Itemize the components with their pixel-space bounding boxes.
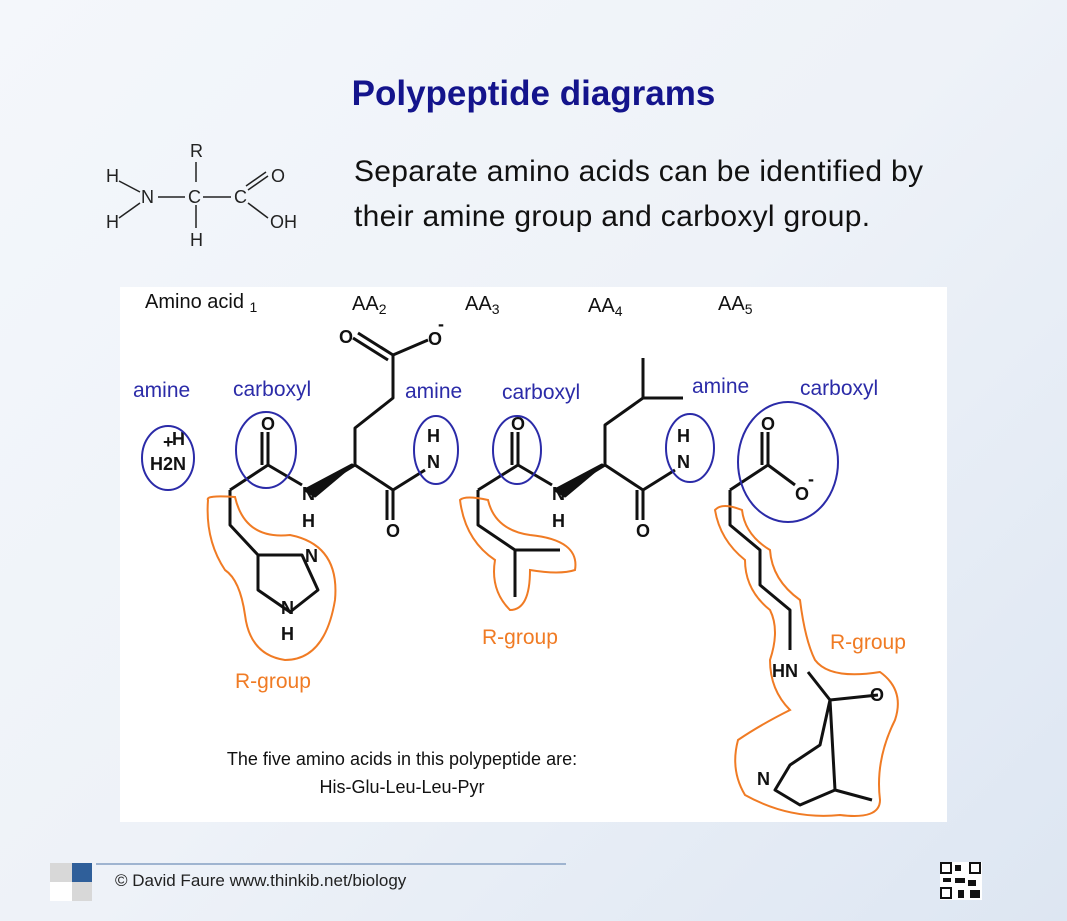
caption-line-2: His-Glu-Leu-Leu-Pyr (319, 777, 484, 797)
r-group-label: R-group (235, 670, 311, 693)
description-line-2: their amine group and carboxyl group. (354, 200, 871, 233)
atom-h: H (281, 624, 294, 644)
qr-code-icon (940, 862, 982, 900)
carboxyl-label: carboxyl (800, 377, 878, 400)
amine-label: amine (692, 375, 749, 398)
aa-label: AA (588, 295, 615, 317)
atom-o: O (271, 166, 285, 186)
description-line-1: Separate amino acids can be identified b… (354, 155, 924, 188)
atom-c: C (188, 187, 201, 207)
atom-o: O (636, 521, 650, 541)
atoms: O O - + H H2N O O O N H N H O O H N H N … (150, 314, 884, 789)
aa-subscript: 4 (615, 303, 623, 319)
caption-line-1: The five amino acids in this polypeptide… (227, 749, 577, 769)
slide-title: Polypeptide diagrams (351, 74, 716, 113)
atom-o: O (761, 414, 775, 434)
svg-text:AA4: AA4 (588, 295, 623, 319)
r-group-labels: R-group R-group R-group (235, 626, 906, 693)
atom-n: N (305, 546, 318, 566)
atom-h: H (190, 230, 203, 250)
atom-hn: HN (772, 661, 798, 681)
atom-o: O (339, 327, 353, 347)
generic-amino-acid: R H H N C C H O OH (106, 141, 297, 250)
bonds (228, 331, 879, 807)
atom-n: N (552, 484, 565, 504)
carboxyl-label: carboxyl (233, 378, 311, 401)
atom-charge: - (438, 314, 444, 334)
atom-o: O (386, 521, 400, 541)
r-group-outlines (206, 495, 899, 817)
group-circles (141, 401, 839, 523)
aa-label: Amino acid (145, 291, 244, 313)
aa-labels: Amino acid 1 AA2 AA3 AA4 AA5 (145, 291, 753, 319)
atom-h: H (427, 426, 440, 446)
svg-text:Amino acid 1: Amino acid 1 (145, 291, 258, 315)
atom-o: O (870, 685, 884, 705)
atom-n: N (427, 452, 440, 472)
atom-h: H (302, 511, 315, 531)
atom-h2n: H2N (150, 454, 186, 474)
atom-h: H (552, 511, 565, 531)
atom-n: N (677, 452, 690, 472)
atom-r: R (190, 141, 203, 161)
aa-subscript: 5 (745, 301, 753, 317)
atom-o: O (511, 414, 525, 434)
aa-subscript: 2 (379, 301, 387, 317)
aa-subscript: 1 (250, 299, 258, 315)
atom-o: O (261, 414, 275, 434)
group-labels: amine carboxyl amine carboxyl amine carb… (133, 375, 878, 404)
r-group-label: R-group (830, 631, 906, 654)
footer-credit: © David Faure www.thinkib.net/biology (115, 871, 407, 890)
atom-h: H (106, 166, 119, 186)
atom-n: N (757, 769, 770, 789)
atom-h: H (106, 212, 119, 232)
svg-text:AA2: AA2 (352, 293, 387, 317)
atom-o: O (428, 329, 442, 349)
r-group-label: R-group (482, 626, 558, 649)
amine-label: amine (133, 379, 190, 402)
atom-o: O (795, 484, 809, 504)
svg-text:AA3: AA3 (465, 293, 500, 317)
svg-text:AA5: AA5 (718, 293, 753, 317)
atom-charge: - (808, 469, 814, 489)
atom-h: H (677, 426, 690, 446)
aa-label: AA (718, 293, 745, 315)
atom-c: C (234, 187, 247, 207)
atom-h: H (172, 429, 185, 449)
caption: The five amino acids in this polypeptide… (227, 749, 577, 797)
aa-label: AA (352, 293, 379, 315)
aa-subscript: 3 (492, 301, 500, 317)
atom-n: N (141, 187, 154, 207)
aa-label: AA (465, 293, 492, 315)
carboxyl-label: carboxyl (502, 381, 580, 404)
amine-label: amine (405, 380, 462, 403)
footer-logo (50, 863, 92, 901)
atom-charge: + (163, 432, 174, 452)
atom-n: N (281, 598, 294, 618)
atom-oh: OH (270, 212, 297, 232)
atom-n: N (302, 484, 315, 504)
